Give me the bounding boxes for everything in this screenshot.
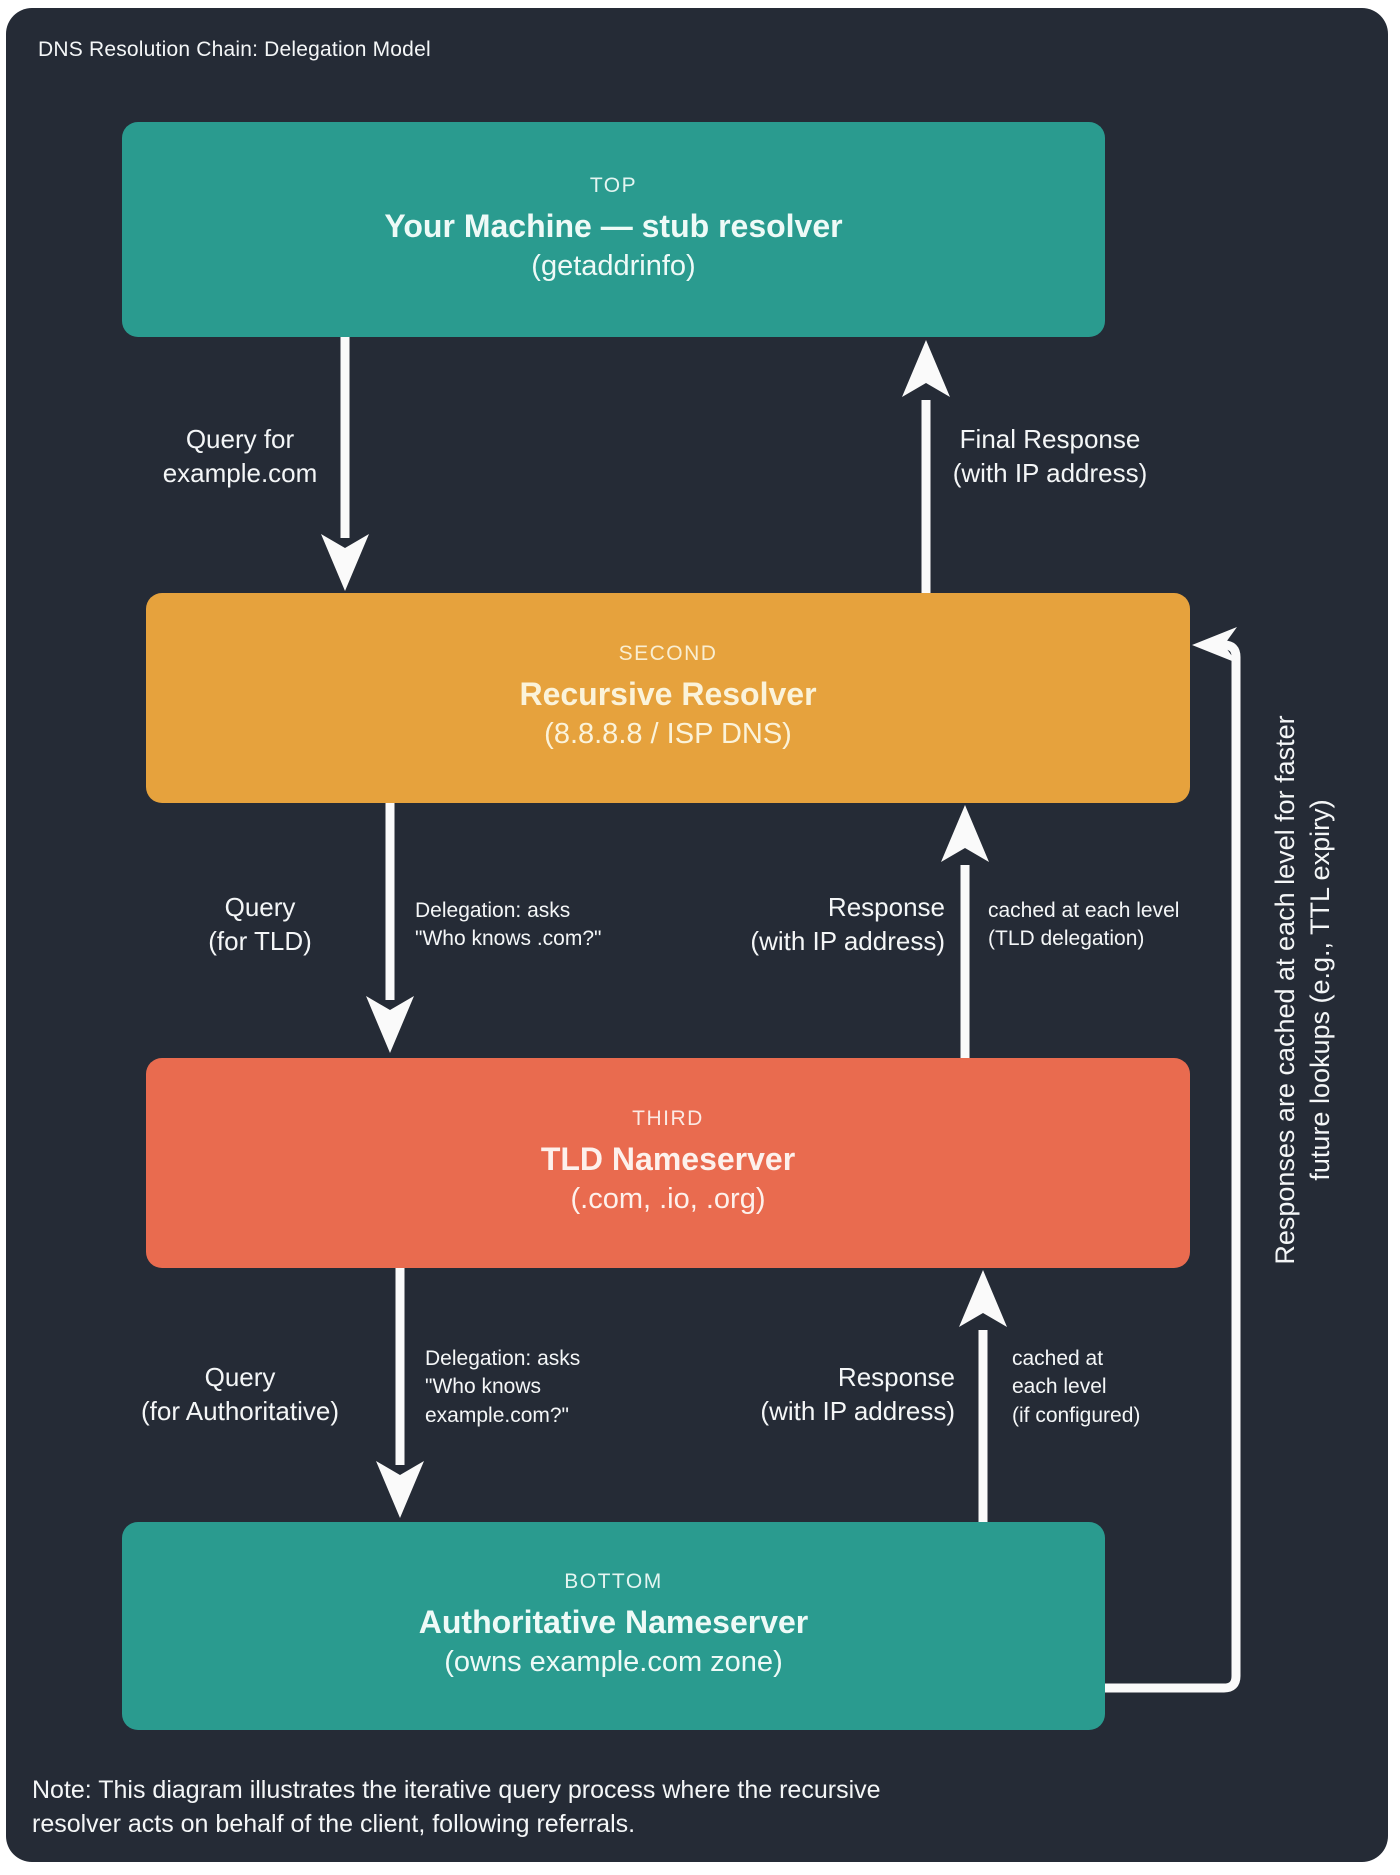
label-cached-if-configured: cached at each level (if configured) — [1012, 1347, 1141, 1427]
node-subtitle: (8.8.8.8 / ISP DNS) — [544, 718, 792, 751]
label-delegation-who-knows-com: Delegation: asks "Who knows .com?" — [415, 899, 602, 951]
label-response-with-ip-3: Response (with IP address) — [760, 1362, 955, 1427]
node-subtitle: (getaddrinfo) — [531, 249, 696, 282]
node-title: Your Machine — stub resolver — [384, 207, 843, 244]
node-subtitle: (.com, .io, .org) — [570, 1183, 766, 1216]
page-title: DNS Resolution Chain: Delegation Model — [38, 38, 431, 61]
label-cache-loop-vertical: Responses are cached at each level for f… — [1269, 715, 1335, 1265]
node-title: Authoritative Nameserver — [418, 1604, 809, 1641]
label-final-response: Final Response (with IP address) — [952, 424, 1148, 489]
node-title: TLD Nameserver — [540, 1141, 796, 1178]
label-query-for-example: Query for example.com — [162, 424, 318, 489]
node-position-tag: SECOND — [618, 642, 718, 666]
diagram-note: Note: This diagram illustrates the itera… — [32, 1776, 881, 1838]
node-authoritative-nameserver: BOTTOM Authoritative Nameserver (owns ex… — [122, 1522, 1105, 1730]
label-query-for-tld: Query (for TLD) — [208, 892, 312, 957]
label-query-for-authoritative: Query (for Authoritative) — [141, 1362, 339, 1427]
label-response-with-ip-2: Response (with IP address) — [750, 892, 945, 957]
label-delegation-who-knows-example: Delegation: asks "Who knows example.com?… — [425, 1347, 581, 1427]
node-title: Recursive Resolver — [519, 676, 817, 713]
node-position-tag: THIRD — [632, 1107, 704, 1131]
node-position-tag: BOTTOM — [564, 1570, 663, 1594]
node-stub-resolver: TOP Your Machine — stub resolver (getadd… — [122, 122, 1105, 337]
node-tld-nameserver: THIRD TLD Nameserver (.com, .io, .org) — [146, 1058, 1190, 1268]
label-cached-tld-delegation: cached at each level (TLD delegation) — [988, 899, 1180, 951]
node-subtitle: (owns example.com zone) — [444, 1646, 783, 1679]
node-position-tag: TOP — [589, 173, 638, 197]
node-recursive-resolver: SECOND Recursive Resolver (8.8.8.8 / ISP… — [146, 593, 1190, 803]
